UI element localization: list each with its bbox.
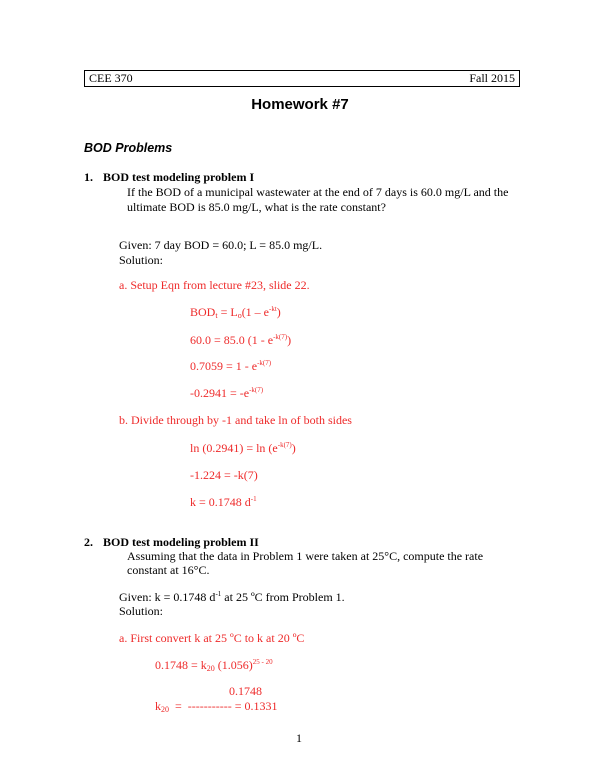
equation: k20 = ----------- = 0.1331 [155,699,278,714]
problem1-number: 1. [84,170,93,184]
fraction-numerator: 0.1748 [229,684,262,698]
equation: 60.0 = 85.0 (1 - e-k(7)) [190,333,292,347]
course-code: CEE 370 [89,71,133,85]
equation: -1.224 = -k(7) [190,468,258,482]
equation: 0.1748 = k20 (1.056)25 - 20 [155,658,273,673]
equation: ln (0.2941) = ln (e-k(7)) [190,441,296,455]
problem1-solution-label: Solution: [119,253,164,267]
problem2-text: Assuming that the data in Problem 1 were… [127,549,484,563]
term: Fall 2015 [469,71,515,85]
header-box: CEE 370 Fall 2015 [84,70,520,87]
equation: BODt = Lo(1 – e-kt) [190,305,281,320]
problem2-heading: BOD test modeling problem II [103,535,259,549]
problem2-text: constant at 16°C. [127,563,210,577]
problem1-text: ultimate BOD is 85.0 mg/L, what is the r… [127,200,386,214]
problem2-solution-label: Solution: [119,604,164,618]
equation: k = 0.1748 d-1 [190,495,257,509]
problem2-step-a: a. First convert k at 25 ºC to k at 20 º… [119,631,305,645]
page-title: Homework #7 [251,96,349,113]
section-heading: BOD Problems [84,141,173,155]
problem1-heading: BOD test modeling problem I [103,170,255,184]
page-number: 1 [296,731,302,745]
problem1-step-a: a. Setup Eqn from lecture #23, slide 22. [119,278,310,292]
equation: 0.7059 = 1 - e-k(7) [190,359,272,373]
problem2-number: 2. [84,535,93,549]
equation: -0.2941 = -e-k(7) [190,386,264,400]
problem1-text: If the BOD of a municipal wastewater at … [127,185,509,199]
problem2-given: Given: k = 0.1748 d-1 at 25 ºC from Prob… [119,590,345,604]
problem1-step-b: b. Divide through by -1 and take ln of b… [119,413,352,427]
problem1-given: Given: 7 day BOD = 60.0; L = 85.0 mg/L. [119,238,323,252]
